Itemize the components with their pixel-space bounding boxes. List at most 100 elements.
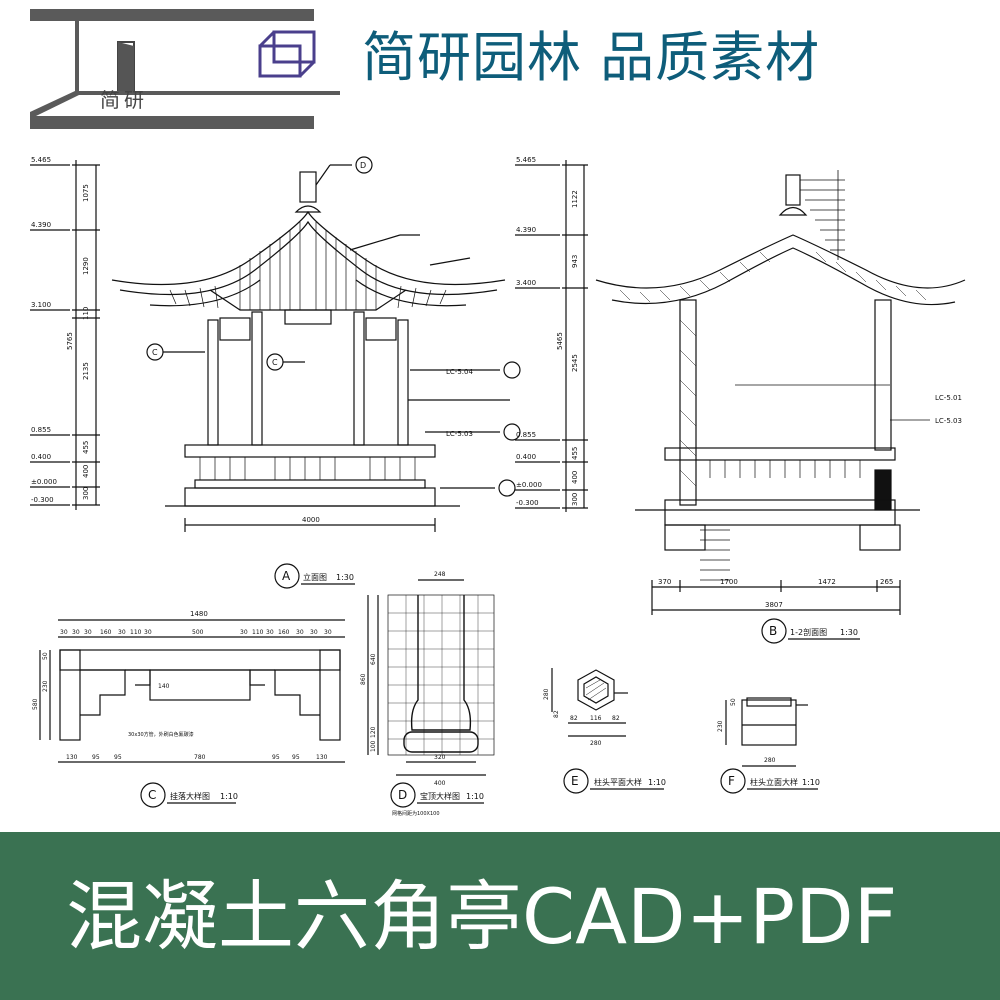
- detail-c-bottom-dim: 95: [92, 754, 100, 761]
- detail-c-bottom-dim: 95: [114, 754, 122, 761]
- detail-c-dim: 30: [310, 629, 318, 636]
- section-b-scale: 1:30: [840, 628, 858, 637]
- elevation-a-level-label: 0.400: [31, 453, 51, 461]
- detail-e-height: 280: [543, 688, 550, 700]
- section-b-level-label: 3.400: [516, 279, 536, 287]
- logo-floor-line: [79, 91, 340, 95]
- elevation-a-plinth: [194, 479, 426, 489]
- detail-d-height: 640: [370, 653, 377, 665]
- detail-d-finial-profile: [410, 595, 472, 731]
- section-b-footing-right: [859, 524, 901, 551]
- detail-c-fret-inner: [249, 669, 275, 686]
- elevation-a-base: [184, 487, 436, 507]
- section-b-roof-hatch: [619, 251, 927, 303]
- detail-d-height: 860: [360, 673, 367, 685]
- logo-left-diagonal: [30, 91, 79, 116]
- section-b-leaders: [700, 170, 930, 581]
- detail-d-height: 120: [370, 726, 377, 738]
- elevation-a-width-label: 4000: [302, 516, 320, 524]
- detail-d-bottom-dim: 400: [434, 780, 446, 787]
- elevation-a-tag-circle: [503, 361, 521, 379]
- detail-c-dim: 30: [84, 629, 92, 636]
- detail-c-left-post: [59, 649, 81, 741]
- logo: [30, 9, 340, 129]
- section-b-tag: LC-5.03: [935, 417, 962, 425]
- logo-left-post: [75, 21, 79, 91]
- elevation-a-tag: LC-5.04: [446, 368, 473, 376]
- detail-c-title: 挂落大样图: [170, 791, 210, 801]
- section-b-width-label: 3807: [765, 601, 783, 609]
- section-b-level-label: 0.855: [516, 431, 536, 439]
- detail-c-top-rail: [59, 649, 341, 671]
- elevation-a-level-label: 4.390: [31, 221, 51, 229]
- detail-c-fret-inner: [125, 669, 151, 686]
- detail-d-title: 宝顶大样图: [420, 791, 460, 801]
- elevation-a-bracket: [365, 317, 397, 341]
- section-b-height-label: 1122: [571, 190, 579, 208]
- section-b: [515, 160, 966, 644]
- detail-c-height: 230: [42, 680, 49, 692]
- logo-word: 简研: [100, 88, 148, 112]
- detail-c-bottom-dim: 95: [272, 754, 280, 761]
- elevation-a-height-label: 2135: [82, 362, 90, 380]
- elevation-a-columns: [207, 311, 409, 446]
- section-b-roof-inner: [611, 247, 956, 306]
- elevation-a-level-label: 3.100: [31, 301, 51, 309]
- elevation-a-height-label: 455: [82, 441, 90, 454]
- elevation-a-level-label: -0.300: [31, 496, 54, 504]
- detail-c-dim: 500: [192, 629, 204, 636]
- detail-e-title: 柱头平面大样: [594, 777, 642, 787]
- detail-f-marker: F: [728, 774, 735, 788]
- logo-frame-edge: [258, 30, 276, 48]
- detail-c-dim: 30: [60, 629, 68, 636]
- elevation-a-tag-circle: [355, 156, 373, 174]
- section-b-dim-label: 265: [880, 578, 893, 586]
- detail-d-gridlines: [388, 595, 494, 755]
- detail-c-dim: 30: [240, 629, 248, 636]
- elevation-a-balusters: [199, 457, 416, 480]
- section-b-marker-circle: [761, 618, 787, 644]
- detail-e-dim: 280: [590, 740, 602, 747]
- section-b-slab: [664, 499, 896, 526]
- detail-f-height: 230: [717, 720, 724, 732]
- section-b-height-label: 2545: [571, 354, 579, 372]
- elevation-a-level-label: 0.855: [31, 426, 51, 434]
- detail-c-height: 50: [42, 652, 49, 660]
- detail-f-marker-circle: [720, 768, 746, 794]
- elevation-a-tag-circle: [503, 423, 521, 441]
- elevation-a-level-marks: [30, 160, 100, 510]
- detail-c-dim: 30: [296, 629, 304, 636]
- detail-e-hatch: [585, 679, 607, 701]
- detail-f: [720, 697, 818, 794]
- elevation-a-seat: [184, 444, 436, 458]
- section-b-total-height: 5465: [556, 332, 564, 350]
- detail-c-dim: 30: [266, 629, 274, 636]
- detail-c-fret-right: [274, 669, 320, 716]
- detail-f-height: 50: [730, 698, 737, 706]
- elevation-a-eave-right: [355, 279, 467, 307]
- logo-door-shade: [118, 42, 134, 94]
- cad-drawing: 5.465 4.390 3.100 0.855 0.400 ±0.000 -0.…: [0, 140, 1000, 832]
- elevation-a-roof-outline: [111, 210, 506, 286]
- elevation-a-level-label: 5.465: [31, 156, 51, 164]
- section-b-level-label: ±0.000: [516, 481, 542, 489]
- section-b-finial-base: [778, 206, 808, 216]
- detail-c-dim: 30: [144, 629, 152, 636]
- elevation-a-scale: 1:30: [336, 573, 354, 582]
- elevation-a-roof-tiles: [169, 222, 447, 310]
- detail-f-scale: 1:10: [802, 778, 820, 787]
- elevation-a-total-height: 5765: [66, 332, 74, 350]
- elevation-a-eave-band: [209, 289, 407, 311]
- banner-title: 混凝土六角亭CAD+PDF: [66, 872, 898, 961]
- logo-frame-back: [272, 30, 316, 64]
- logo-top-bar: [30, 9, 314, 21]
- detail-c-dim: 30: [324, 629, 332, 636]
- detail-c-dim: 160: [100, 629, 112, 636]
- cad-drawing-svg: 5.465 4.390 3.100 0.855 0.400 ±0.000 -0.…: [30, 156, 966, 817]
- detail-d-finial-base: [403, 731, 479, 753]
- detail-d-scale: 1:10: [466, 792, 484, 801]
- detail-e-octagon-inner: [583, 676, 609, 704]
- elevation-a-eave-left: [149, 279, 261, 307]
- detail-c-height: 580: [32, 698, 39, 710]
- elevation-a-height-label: 400: [82, 465, 90, 478]
